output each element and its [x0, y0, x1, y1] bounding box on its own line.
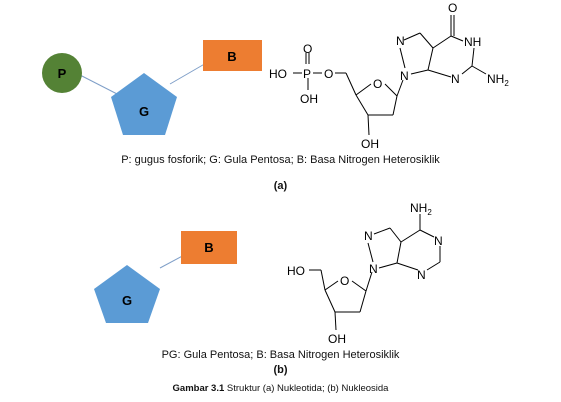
nucleoside-structure-labels: NH2 N N N N HO O OH [287, 201, 443, 346]
n9-label: N [400, 69, 409, 83]
amine-label: NH2 [487, 72, 509, 88]
n1-label: N [434, 234, 443, 248]
caption-a: P: gugus fosforik; G: Gula Pentosa; B: B… [121, 154, 440, 166]
sugar-label: G [139, 104, 149, 119]
phosphate-label: P [58, 66, 67, 81]
hydroxyl-left-label: HO [269, 67, 287, 81]
n3-label: N [451, 72, 460, 86]
label-a: (a) [273, 180, 288, 192]
carbonyl-oxygen-label: O [448, 1, 457, 15]
caption-b: PG: Gula Pentosa; B: Basa Nitrogen Heter… [161, 349, 400, 361]
base-label: B [227, 49, 236, 64]
hydroxyl-3prime-label: OH [361, 137, 379, 151]
label-b: (b) [273, 364, 288, 376]
n7-label: N [396, 34, 405, 48]
sugar-label: G [122, 293, 132, 308]
n3-label: N [417, 268, 426, 282]
link-oxygen-label: O [324, 67, 333, 81]
ring-oxygen-label: O [340, 274, 349, 288]
sugar-pentagon [111, 73, 177, 135]
base-rectangle [203, 40, 262, 71]
base-rectangle [181, 231, 237, 264]
hydroxyl-3prime-label: OH [328, 332, 346, 346]
figure-caption-text: Struktur (a) Nukleotida; (b) Nukleosida [224, 383, 389, 394]
ring-oxygen-label: O [373, 77, 382, 91]
n9-label: N [369, 262, 378, 276]
nucleotide-structure [293, 15, 487, 136]
phosphate-circle [42, 53, 82, 93]
hydroxyl-bottom-label: OH [300, 92, 318, 106]
schematic-nucleotide: P G B [42, 40, 262, 135]
sugar-base-link [169, 61, 209, 85]
phosphate-oxygen-label: O [303, 42, 312, 56]
n7-label: N [364, 229, 373, 243]
figure-number: Gambar 3.1 [172, 383, 225, 394]
sugar-pentagon [94, 265, 160, 323]
nucleoside-structure [309, 214, 441, 331]
schematic-nucleoside: G B [94, 231, 237, 323]
base-label: B [204, 240, 213, 255]
figure-caption: Gambar 3.1 Struktur (a) Nukleotida; (b) … [0, 383, 561, 394]
amine-label: NH2 [410, 201, 432, 217]
phosphorus-label: P [303, 67, 311, 81]
phosphate-sugar-link [79, 74, 122, 97]
nh-label: NH [464, 35, 481, 49]
hydroxyl-5prime-label: HO [287, 264, 305, 278]
nucleotide-structure-labels: HO P O O OH O OH O NH N N N NH2 [269, 1, 509, 151]
